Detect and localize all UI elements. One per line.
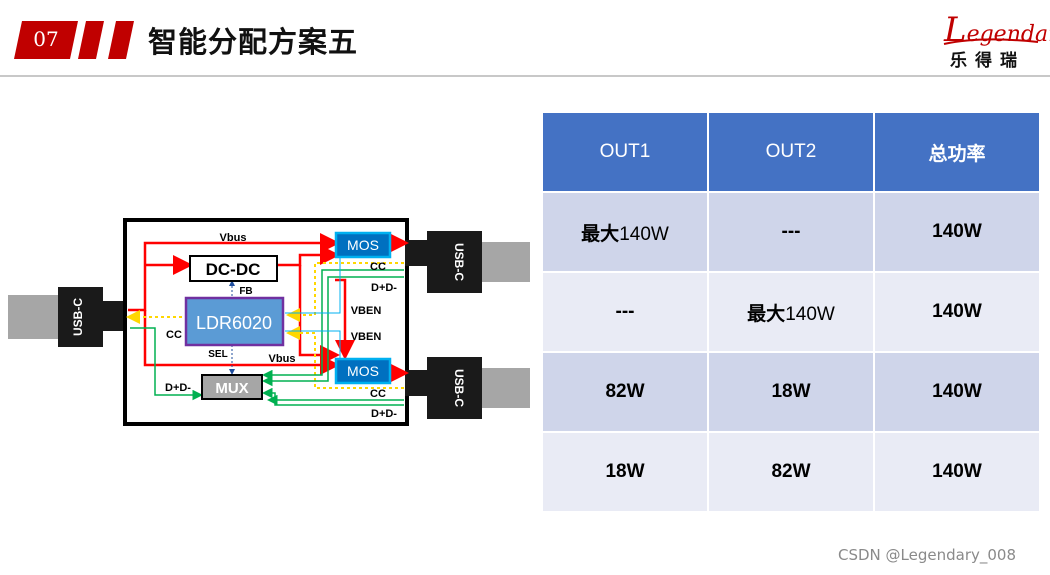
dpdm-top-label: D+D-: [371, 282, 397, 294]
cc-lines: [126, 262, 404, 389]
table-row: --- 最大140W 140W: [543, 271, 1039, 351]
company-logo: Legendary 乐得瑞: [942, 10, 1050, 71]
cell-value: 140W: [932, 381, 982, 402]
output-plug-top: [405, 240, 427, 266]
table-cell: 82W: [543, 351, 709, 431]
dcdc-label: DC-DC: [206, 260, 261, 279]
block-diagram: USB-C USB-C USB-C: [8, 218, 530, 426]
slide-number-badge: 07: [14, 21, 78, 59]
header-stripe: [78, 21, 104, 59]
mos-bottom: [334, 357, 392, 385]
cell-prefix: 最大: [747, 303, 786, 325]
output-plug-bottom: [405, 370, 427, 396]
cell-value: 18W: [605, 461, 645, 482]
table-cell: 最大140W: [709, 271, 875, 351]
cc-top-label: CC: [370, 261, 386, 273]
logo-english: Legendary: [944, 10, 1050, 50]
cell-value: 140W: [932, 221, 982, 242]
cell-value: 140W: [932, 461, 982, 482]
table-row: 18W 82W 140W: [543, 431, 1039, 511]
cell-prefix: 最大: [581, 223, 620, 245]
mos-top-label: MOS: [347, 237, 379, 253]
page-title: 智能分配方案五: [148, 25, 359, 59]
mos-bottom-label: MOS: [347, 363, 379, 379]
vbus-bottom-label: Vbus: [269, 353, 296, 365]
cc-bottom-label: CC: [370, 388, 386, 400]
output-connector-top: [427, 231, 482, 293]
table-cell: 82W: [709, 431, 875, 511]
vben-bottom-label: VBEN: [351, 331, 382, 343]
vben-top-label: VBEN: [351, 305, 382, 317]
footer-watermark: CSDN @Legendary_008: [838, 546, 1017, 564]
vbus-top-label: Vbus: [220, 232, 247, 244]
cell-value: 18W: [771, 381, 811, 402]
fb-label: FB: [239, 286, 252, 297]
dpdm-bottom-label: D+D-: [371, 408, 397, 420]
mux-label: MUX: [215, 380, 248, 397]
table-cell: 140W: [875, 431, 1039, 511]
column-header-out2: OUT2: [709, 113, 875, 191]
cell-value: 140W: [932, 301, 982, 322]
cell-value: 82W: [605, 381, 645, 402]
output-port-top-label: USB-C: [452, 243, 466, 281]
cell-value: 82W: [771, 461, 811, 482]
ldr6020-label: LDR6020: [196, 313, 272, 333]
mos-top: [334, 231, 392, 259]
table-cell: 140W: [875, 351, 1039, 431]
table-row: 82W 18W 140W: [543, 351, 1039, 431]
table-cell: 18W: [709, 351, 875, 431]
power-allocation-table: OUT1 OUT2 总功率 最大140W --- 140W --- 最大140W…: [543, 113, 1039, 511]
vben-lines: [285, 257, 341, 361]
output-cable-bottom: [482, 368, 530, 408]
dpdm-mux-label: D+D-: [165, 382, 191, 394]
table-cell: 140W: [875, 191, 1039, 271]
table-row: 最大140W --- 140W: [543, 191, 1039, 271]
cell-value: ---: [615, 301, 635, 322]
cell-value: 140W: [619, 223, 669, 245]
logo-swoosh: [943, 38, 1039, 45]
cell-value: ---: [781, 221, 801, 242]
dcdc-block: [189, 255, 278, 282]
logo-chinese: 乐得瑞: [950, 51, 1025, 71]
input-cable: [8, 295, 60, 339]
input-plug: [103, 301, 125, 331]
cell-value: 140W: [785, 303, 835, 325]
output-cable-top: [482, 242, 530, 282]
header-stripe: [108, 21, 134, 59]
table-cell: 140W: [875, 271, 1039, 351]
slide-number: 07: [33, 27, 59, 51]
table-cell: 18W: [543, 431, 709, 511]
mux-block: [201, 374, 263, 400]
sel-label: SEL: [208, 349, 227, 360]
header-divider: [0, 75, 1050, 77]
ldr6020-chip: [184, 296, 285, 347]
cc-left-label: CC: [166, 329, 182, 341]
column-header-out1: OUT1: [543, 113, 709, 191]
input-connector: [58, 287, 103, 347]
data-lines: [130, 269, 404, 406]
column-header-total: 总功率: [875, 113, 1039, 191]
output-port-bottom-label: USB-C: [452, 369, 466, 407]
table-cell: 最大140W: [543, 191, 709, 271]
output-connector-bottom: [427, 357, 482, 419]
input-port-label: USB-C: [71, 298, 85, 336]
table-cell: ---: [709, 191, 875, 271]
table-cell: ---: [543, 271, 709, 351]
